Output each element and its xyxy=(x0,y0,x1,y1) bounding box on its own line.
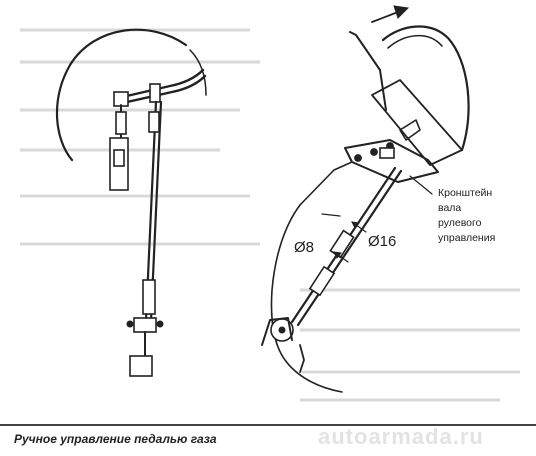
figure-caption: Ручное управление педалью газа xyxy=(14,432,217,446)
lever-handle-right xyxy=(349,31,387,111)
pedal-spring xyxy=(299,344,305,373)
steering-wheel-rim-end xyxy=(189,49,207,96)
rod-adjust-sleeve xyxy=(329,229,355,259)
diameter-8-label: Ø8 xyxy=(294,239,314,256)
pedal-clamp xyxy=(133,317,157,333)
watermark: autoarmada.ru xyxy=(318,424,484,449)
lever-pivot-block xyxy=(149,83,161,103)
right-throttle-rod-edge xyxy=(296,169,403,327)
gas-pedal-side xyxy=(261,317,293,346)
bracket-label-line1: Кронштейн xyxy=(438,187,492,199)
background-bleed-through xyxy=(20,28,520,402)
diameter-16-label: Ø16 xyxy=(368,233,396,250)
bracket-callout-leader xyxy=(409,175,433,195)
bracket-block xyxy=(379,147,395,159)
left-view-throttle-linkage xyxy=(55,28,207,377)
bracket-label-line4: управления xyxy=(438,232,495,244)
left-rod-sleeve xyxy=(115,111,127,135)
clamp-bolt-right xyxy=(156,320,164,328)
steering-wheel-arc xyxy=(55,28,188,162)
dash-panel-edge xyxy=(299,161,353,206)
rod-lower-sleeve xyxy=(308,265,336,297)
throttle-rod-sleeve-bottom xyxy=(142,279,156,315)
bracket-label-line3: рулевого xyxy=(438,217,482,229)
steering-column xyxy=(371,79,463,166)
pivot-clip xyxy=(399,119,421,141)
left-bracket-slot xyxy=(113,149,125,167)
dim-16-arrow xyxy=(351,221,360,229)
steering-wheel-inner xyxy=(387,34,443,49)
motion-arrow-shaft xyxy=(371,11,399,23)
dim-16-tick xyxy=(321,213,341,217)
ball-joint-center xyxy=(278,326,286,334)
hand-lever-upper xyxy=(116,68,205,100)
throttle-rod-sleeve-top xyxy=(148,111,160,133)
caption-rule xyxy=(0,424,536,426)
steering-wheel-side xyxy=(381,25,470,152)
upper-clamp xyxy=(113,91,129,107)
motion-arrow-head xyxy=(393,5,410,19)
hand-lever-lower xyxy=(116,74,207,106)
bracket-bolt-1 xyxy=(354,154,362,162)
clamp-bolt-left xyxy=(126,320,134,328)
bracket-bolt-2 xyxy=(370,148,378,156)
right-view-steering-column: Кронштейн вала рулевого управления Ø8 Ø1… xyxy=(261,5,495,393)
dim-8-arrow xyxy=(333,251,342,259)
gas-pedal-pad xyxy=(129,355,153,377)
bracket-label-line2: вала xyxy=(438,202,461,214)
